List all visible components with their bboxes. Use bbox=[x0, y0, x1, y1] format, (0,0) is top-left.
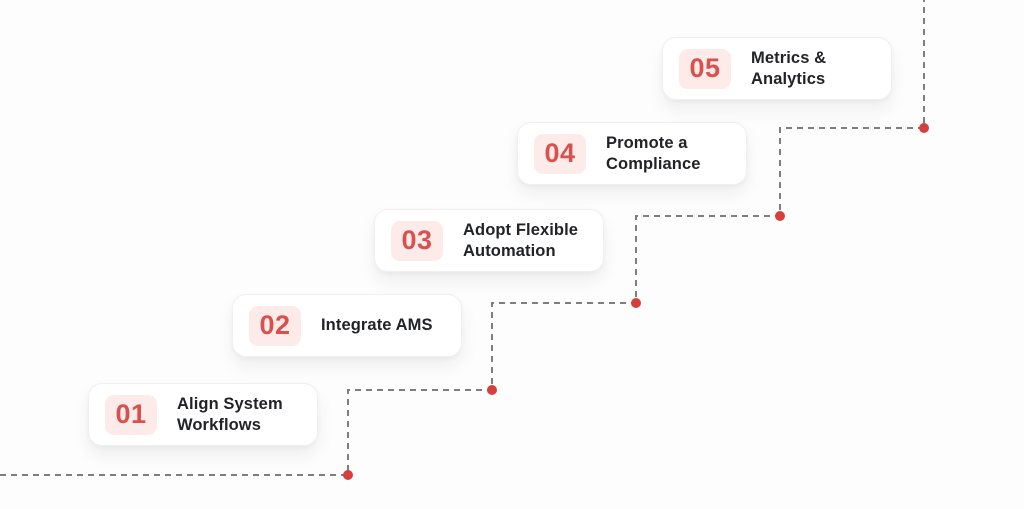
connector-dot bbox=[919, 123, 929, 133]
step-number-badge: 02 bbox=[249, 305, 301, 346]
step-number: 03 bbox=[401, 225, 433, 255]
connector-dot bbox=[487, 385, 497, 395]
step-card-4: 04 Promote a Compliance bbox=[517, 122, 747, 185]
step-label: Align System Workflows bbox=[177, 394, 283, 434]
step-label: Integrate AMS bbox=[321, 316, 433, 334]
step-card-5: 05 Metrics & Analytics bbox=[662, 37, 892, 100]
step-card-1: 01 Align System Workflows bbox=[88, 383, 318, 446]
step-label: Promote a Compliance bbox=[606, 133, 701, 173]
step-number-badge: 01 bbox=[105, 394, 157, 435]
step-number-badge: 05 bbox=[679, 48, 731, 89]
step-card-3: 03 Adopt Flexible Automation bbox=[374, 209, 604, 272]
step-number-badge: 03 bbox=[391, 220, 443, 261]
step-number: 01 bbox=[115, 399, 147, 429]
step-card-2: 02 Integrate AMS bbox=[232, 294, 462, 357]
step-label: Adopt Flexible Automation bbox=[463, 220, 579, 260]
connector-dot bbox=[343, 470, 353, 480]
step-label: Metrics & Analytics bbox=[751, 48, 827, 88]
step-number: 04 bbox=[544, 138, 576, 168]
step-number-badge: 04 bbox=[534, 133, 586, 174]
connector-dot bbox=[631, 298, 641, 308]
connector-dot bbox=[775, 211, 785, 221]
step-number: 02 bbox=[259, 310, 291, 340]
step-number: 05 bbox=[689, 53, 721, 83]
